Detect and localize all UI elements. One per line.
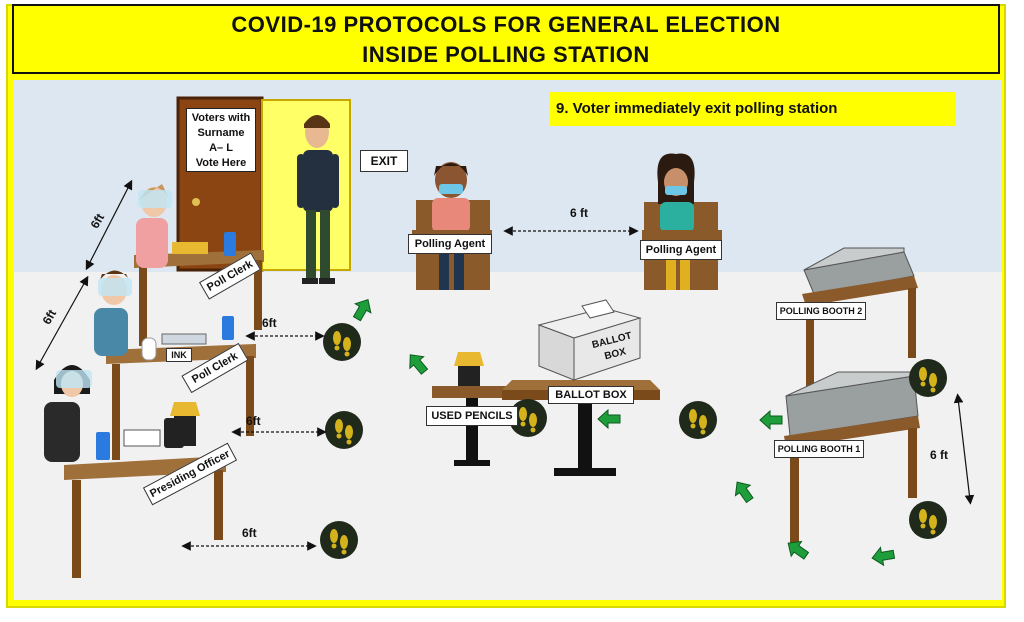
distance-agents: 6 ft — [570, 206, 588, 220]
title-line-2: INSIDE POLLING STATION — [14, 40, 998, 70]
used-pencils-table — [432, 386, 514, 466]
door-sign-line-4: Vote Here — [187, 156, 255, 171]
exit-label: EXIT — [360, 150, 408, 172]
distance-clerk-1: 6ft — [262, 316, 277, 330]
step-note: 9. Voter immediately exit polling statio… — [550, 92, 956, 126]
ink-label: INK — [166, 348, 192, 362]
title-line-1: COVID-19 PROTOCOLS FOR GENERAL ELECTION — [14, 10, 998, 40]
poll-clerk-2-figure — [94, 270, 206, 360]
polling-booth-2-label: POLLING BOOTH 2 — [776, 302, 866, 320]
polling-booth-1-graphic — [784, 372, 920, 544]
distance-officer: 6ft — [242, 526, 257, 540]
used-pencils-label: USED PENCILS — [426, 406, 518, 426]
distance-clerk-2: 6ft — [246, 414, 261, 428]
door-sign-line-1: Voters with — [187, 111, 255, 126]
scene-illustration — [14, 80, 1002, 600]
polling-booth-1-label: POLLING BOOTH 1 — [774, 440, 864, 458]
polling-agent-1-label: Polling Agent — [408, 234, 492, 254]
door-sign-line-2: Surname — [187, 126, 255, 141]
polling-agent-2-label: Polling Agent — [640, 240, 722, 260]
title-banner: COVID-19 PROTOCOLS FOR GENERAL ELECTION … — [12, 4, 1000, 74]
ballot-box-label: BALLOT BOX — [548, 386, 634, 404]
door-sign-line-3: A– L — [187, 141, 255, 156]
polling-agent-1-figure — [416, 162, 490, 290]
polling-station-scene: 9. Voter immediately exit polling statio… — [14, 80, 1002, 600]
door-sign: Voters with Surname A– L Vote Here — [186, 108, 256, 172]
polling-agent-2-figure — [644, 154, 718, 290]
distance-booths: 6 ft — [930, 448, 948, 462]
